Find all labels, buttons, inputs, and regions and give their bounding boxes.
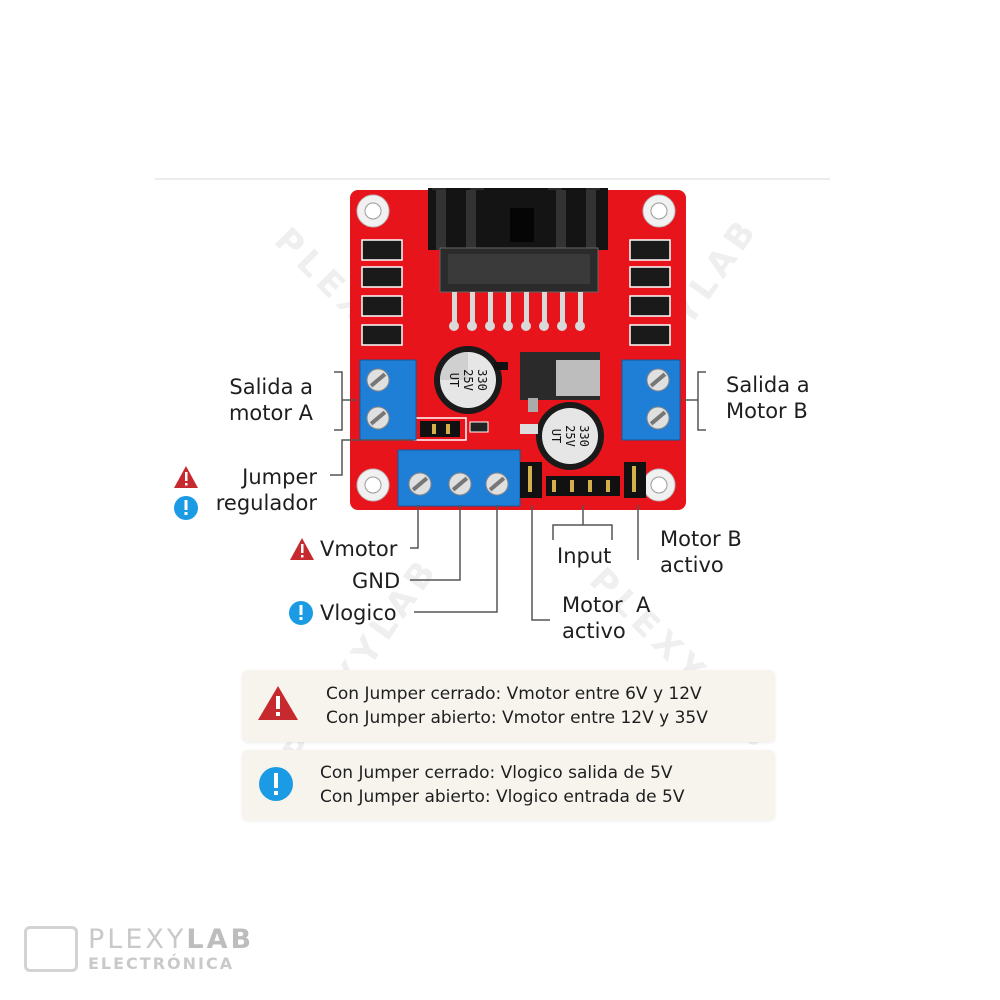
terminal-motor-b[interactable] xyxy=(621,359,681,441)
info-note: Con Jumper cerrado: Vlogico salida de 5V… xyxy=(242,750,775,820)
svg-text:330: 330 xyxy=(577,425,591,447)
mounting-hole xyxy=(356,194,676,502)
header-enb[interactable] xyxy=(624,462,646,498)
label-salida-motor-b: Salida a Motor B xyxy=(726,372,810,424)
info-note-line-2: Con Jumper abierto: Vlogico entrada de 5… xyxy=(320,787,685,807)
label-line: Salida a xyxy=(726,373,810,397)
svg-text:25V: 25V xyxy=(461,369,475,391)
brand-name-b: LAB xyxy=(186,924,255,955)
brand-logo: PLEXYLAB ELECTRÓNICA xyxy=(24,922,264,982)
svg-text:UT: UT xyxy=(447,373,461,387)
diode-array-right xyxy=(629,239,671,346)
label-line: Motor B xyxy=(660,527,742,551)
label-motor-b-activo: Motor B activo xyxy=(660,526,742,578)
warning-icon xyxy=(258,686,298,720)
capacitor: 330 25V UT xyxy=(434,346,502,414)
label-vmotor: Vmotor xyxy=(320,537,398,561)
svg-text:UT: UT xyxy=(549,429,563,443)
voltage-regulator xyxy=(520,352,600,412)
terminal-power[interactable] xyxy=(397,449,521,507)
diode-array-left xyxy=(361,239,403,346)
svg-text:25V: 25V xyxy=(563,425,577,447)
label-input: Input xyxy=(557,544,612,568)
warning-note-line-1: Con Jumper cerrado: Vmotor entre 6V y 12… xyxy=(326,684,702,704)
jumper-regulador[interactable] xyxy=(413,417,467,441)
capacitor: 330 25V UT xyxy=(536,402,604,470)
terminal-motor-a[interactable] xyxy=(359,359,417,441)
info-icon xyxy=(289,601,313,625)
info-icon xyxy=(174,496,198,520)
label-vlogico: Vlogico xyxy=(320,601,397,625)
label-line: regulador xyxy=(215,491,317,515)
label-line: activo xyxy=(562,619,626,643)
svg-text:330: 330 xyxy=(475,369,489,391)
leader-lines xyxy=(330,371,706,621)
label-gnd: GND xyxy=(352,569,401,593)
brand-subtitle: ELECTRÓNICA xyxy=(88,954,235,973)
label-line: Motor A xyxy=(562,593,651,617)
header-ena[interactable] xyxy=(520,462,542,498)
label-line: Jumper xyxy=(242,465,317,489)
label-motor-a-activo: Motor A activo xyxy=(562,592,650,644)
brand-name: PLEXYLAB xyxy=(88,924,254,955)
label-line: Motor B xyxy=(726,399,808,423)
brand-logo-icon xyxy=(24,926,78,972)
brand-name-a: PLEXY xyxy=(88,924,187,955)
info-note-line-1: Con Jumper cerrado: Vlogico salida de 5V xyxy=(320,763,673,783)
info-icon xyxy=(259,767,293,801)
smd-components xyxy=(469,362,538,434)
header-input[interactable] xyxy=(546,476,620,496)
warning-note-line-2: Con Jumper abierto: Vmotor entre 12V y 3… xyxy=(326,708,708,728)
divider-line xyxy=(155,178,830,180)
label-line: Salida a xyxy=(229,375,313,399)
label-salida-motor-a: Salida a motor A xyxy=(205,374,313,426)
l298n-chip xyxy=(439,247,599,331)
label-line: activo xyxy=(660,553,724,577)
warning-note: Con Jumper cerrado: Vmotor entre 6V y 12… xyxy=(242,670,775,742)
label-jumper-regulador: Jumper regulador xyxy=(205,464,317,516)
warning-icon xyxy=(290,538,314,560)
label-line: motor A xyxy=(228,401,313,425)
warning-icon xyxy=(174,466,198,488)
